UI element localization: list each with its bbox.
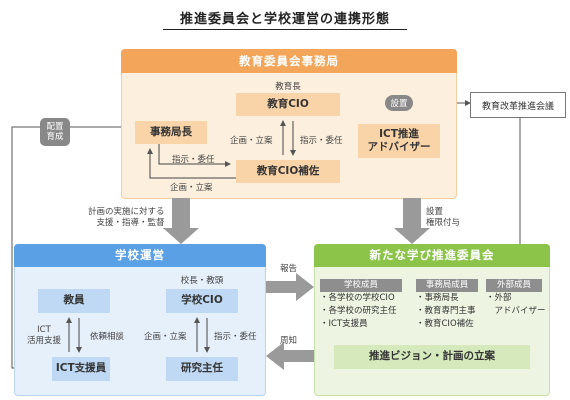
column-header: 外部成員 (486, 279, 542, 292)
list-item: ・各学校の学校CIO (320, 293, 395, 303)
list-item: アドバイザー (486, 306, 546, 316)
support-guidance-label: 計画の実施に対する 支援・指導・監督 (88, 207, 165, 229)
placement-badge: 設置 (385, 95, 413, 111)
education-reform-council-box: 教育改革推進会議 (470, 92, 566, 118)
notice-arrow (266, 342, 314, 370)
column-header: 学校成員 (320, 279, 402, 292)
ict-advisor-box: ICT推進 アドバイザー (358, 124, 440, 158)
research-lead-box: 研究主任 (166, 357, 238, 381)
school-cio-note: 校長・教頭 (180, 276, 224, 286)
committee-column-school: 学校成員 ・各学校の学校CIO ・各学校の研究主任 ・ICT支援員 (320, 279, 402, 331)
ict-supporter-box: ICT支援員 (52, 357, 110, 381)
school-management-header: 学校運営 (14, 244, 266, 267)
school-cio-box: 学校CIO (166, 289, 238, 313)
list-item: ・各学校の研究主任 (320, 306, 397, 316)
down-arrow-left (163, 198, 199, 244)
list-item: ・事務局長 (416, 293, 459, 303)
report-label: 報告 (280, 264, 298, 274)
teacher-box: 教員 (38, 289, 110, 313)
list-item: ・教育専門主事 (416, 306, 476, 316)
promotion-plan-box: 推進ビジョン・計画の立案 (334, 345, 530, 369)
list-item: ・教育CIO補佐 (416, 319, 474, 329)
report-arrow (266, 273, 314, 301)
notice-label: 周知 (280, 336, 298, 346)
list-item: ・ICT支援員 (320, 319, 368, 329)
column-header: 事務局成員 (416, 279, 478, 292)
planning-label: 企画・立案 (230, 136, 273, 146)
committee-column-external: 外部成員 ・外部 アドバイザー (486, 279, 546, 318)
bureau-chief-box: 事務局長 (135, 121, 207, 144)
planning-label-2: 企画・立案 (170, 183, 213, 193)
committee-panel (314, 244, 550, 396)
school-direction-label: 指示・委任 (214, 332, 257, 342)
committee-column-secretariat: 事務局成員 ・事務局長 ・教育専門主事 ・教育CIO補佐 (416, 279, 478, 331)
education-cio-box: 教育CIO (236, 93, 340, 116)
placement-training-badge: 配置 育成 (40, 118, 70, 146)
consult-label: 依頼相談 (90, 332, 125, 342)
committee-header: 新たな学び推進委員会 (314, 244, 550, 267)
list-item: ・外部 (486, 293, 512, 303)
ict-support-label: ICT 活用支援 (26, 325, 61, 346)
down-arrow-right (394, 198, 430, 244)
direction-label-2: 指示・委任 (172, 155, 215, 165)
cio-note: 教育長 (275, 82, 301, 92)
school-planning-label: 企画・立案 (144, 332, 187, 342)
secretariat-header: 教育委員会事務局 (121, 49, 457, 73)
direction-label: 指示・委任 (300, 136, 343, 146)
title-underline (163, 29, 407, 30)
setup-authority-label: 設置 権限付与 (426, 207, 461, 229)
diagram-title: 推進委員会と学校運営の連携形態 (179, 12, 390, 27)
education-cio-assistant-box: 教育CIO補佐 (236, 160, 340, 183)
